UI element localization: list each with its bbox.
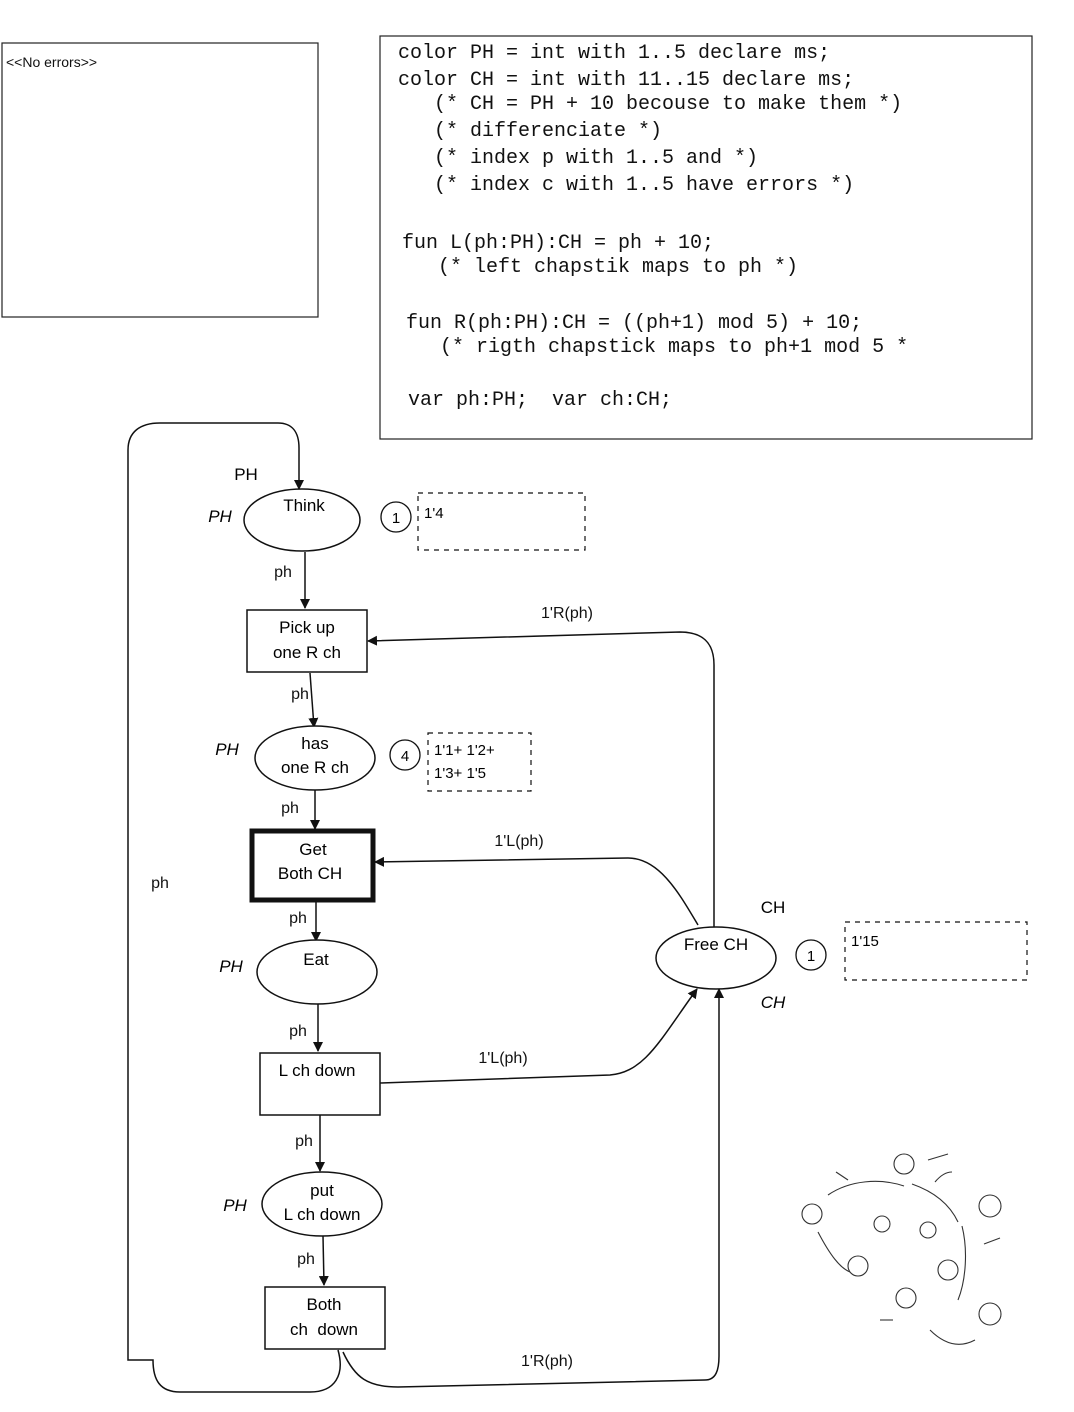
place-label: Eat bbox=[303, 950, 329, 969]
arc-put-to-bothdown bbox=[318, 1235, 329, 1286]
place-has-one-r-ch: has one R ch PH 4 1'1+ 1'2+ 1'3+ 1'5 bbox=[215, 725, 532, 792]
transition-both-ch-down: Both ch down bbox=[264, 1286, 386, 1350]
transition-label: L ch down bbox=[279, 1061, 356, 1080]
arc-label: 1'R(ph) bbox=[541, 605, 593, 622]
decl-line: (* rigth chapstick maps to ph+1 mod 5 * bbox=[416, 336, 908, 359]
arc-pickup-to-has bbox=[308, 672, 319, 728]
transition-get-both-ch: Get Both CH bbox=[249, 828, 376, 903]
token-count: 1 bbox=[807, 948, 815, 965]
place-label: put bbox=[310, 1181, 334, 1200]
marking-text: 1'3+ 1'5 bbox=[434, 765, 486, 782]
place-label: L ch down bbox=[284, 1205, 361, 1224]
place-label: Think bbox=[283, 496, 325, 515]
marking-box bbox=[427, 732, 532, 792]
arc-label: 1'L(ph) bbox=[494, 833, 543, 850]
place-type-below: CH bbox=[761, 993, 786, 1012]
decl-line: (* differenciate *) bbox=[410, 120, 662, 143]
place-type: PH bbox=[219, 957, 243, 976]
marking-text: 1'15 bbox=[851, 933, 879, 950]
arc-labels: ph ph ph ph ph ph ph ph 1'R(ph) 1'L(ph) … bbox=[151, 564, 593, 1370]
place-label: Free CH bbox=[684, 935, 748, 954]
token-count: 4 bbox=[401, 748, 409, 765]
declarations-text: color PH = int with 1..5 declare ms; col… bbox=[0, 0, 992, 412]
arc-label: 1'L(ph) bbox=[478, 1050, 527, 1067]
decl-line: (* index p with 1..5 and *) bbox=[410, 147, 758, 170]
token-count-circle bbox=[795, 939, 827, 971]
arc-label: ph bbox=[274, 564, 292, 581]
status-text: <<No errors>> bbox=[6, 54, 97, 70]
arc-label: ph bbox=[297, 1251, 315, 1268]
arc-label: 1'R(ph) bbox=[521, 1353, 573, 1370]
place-type-above: CH bbox=[761, 898, 786, 917]
place-label: has bbox=[301, 734, 328, 753]
arc-label: ph bbox=[291, 686, 309, 703]
place-think: Think PH PH 1 1'4 bbox=[208, 465, 586, 552]
decl-line: (* left chapstik maps to ph *) bbox=[414, 256, 798, 279]
place-type: PH bbox=[208, 507, 232, 526]
decl-line: color CH = int with 11..15 declare ms; bbox=[398, 69, 854, 92]
decl-line: fun L(ph:PH):CH = ph + 10; bbox=[402, 232, 714, 255]
arc-label: ph bbox=[295, 1133, 313, 1150]
marking-text: 1'1+ 1'2+ bbox=[434, 742, 495, 759]
status-box: <<No errors>> bbox=[1, 42, 319, 318]
place-label: one R ch bbox=[281, 758, 349, 777]
arc-bothdown-to-free bbox=[342, 988, 724, 1388]
marking-box bbox=[417, 492, 586, 551]
decl-line: (* index c with 1..5 have errors *) bbox=[410, 174, 854, 197]
decl-line: (* CH = PH + 10 becouse to make them *) bbox=[410, 93, 902, 116]
place-type: PH bbox=[223, 1196, 247, 1215]
transition-label: Both bbox=[307, 1295, 342, 1314]
place-free-ch: Free CH CH CH 1 1'15 bbox=[655, 898, 1028, 1012]
transition-label: Pick up bbox=[279, 618, 335, 637]
transition-label: one R ch bbox=[273, 643, 341, 662]
token-count-circle bbox=[380, 501, 412, 533]
marking-text: 1'4 bbox=[424, 505, 444, 522]
transition-label: ch down bbox=[290, 1320, 358, 1339]
decl-line: var ph:PH; var ch:CH; bbox=[408, 389, 672, 412]
arc-label: ph bbox=[281, 800, 299, 817]
arc-ldown-to-free bbox=[379, 988, 698, 1084]
place-type: PH bbox=[215, 740, 239, 759]
place-put-l-ch-down: put L ch down PH bbox=[223, 1171, 383, 1237]
token-count: 1 bbox=[392, 510, 400, 527]
arc-free-to-get bbox=[374, 856, 699, 926]
declarations-box: color PH = int with 1..5 declare ms; col… bbox=[0, 0, 1033, 440]
arc-label: ph bbox=[289, 1023, 307, 1040]
decl-line: fun R(ph:PH):CH = ((ph+1) mod 5) + 10; bbox=[406, 312, 862, 335]
transition-label: Get bbox=[299, 840, 327, 859]
arc-label: ph bbox=[289, 910, 307, 927]
place-eat: Eat PH bbox=[219, 939, 378, 1005]
transition-pick-up: Pick up one R ch bbox=[246, 609, 368, 673]
transition-label: Both CH bbox=[278, 864, 342, 883]
arc-loop-back bbox=[127, 422, 341, 1393]
hand-sketch bbox=[801, 1153, 1002, 1345]
arcs bbox=[127, 422, 724, 1393]
marking-box bbox=[844, 921, 1028, 981]
arc-label: ph bbox=[151, 875, 169, 892]
arc-free-to-pickup bbox=[367, 631, 715, 927]
transition-l-ch-down: L ch down bbox=[259, 1052, 381, 1116]
place-type-above: PH bbox=[234, 465, 258, 484]
decl-line: color PH = int with 1..5 declare ms; bbox=[398, 42, 830, 65]
token-count-circle bbox=[389, 739, 421, 771]
